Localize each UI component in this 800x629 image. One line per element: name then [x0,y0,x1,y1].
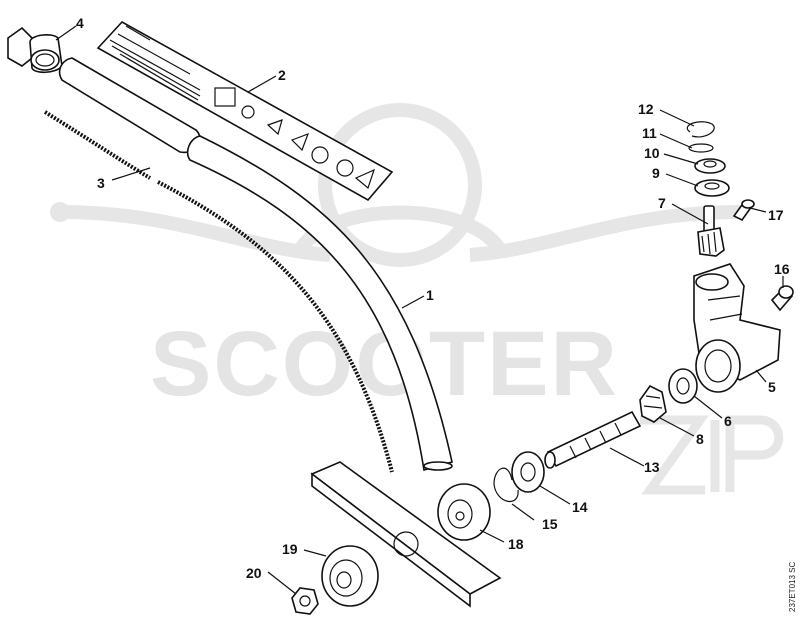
part-12-snap-ring [686,121,715,138]
callout-11: 11 [642,125,657,141]
callout-10: 10 [644,145,660,161]
part-9-bearing [694,179,730,197]
part-3-flex-shaft [43,110,394,473]
part-13-output-shaft [544,410,642,469]
part-11-washer [688,143,714,153]
callout-3: 3 [97,175,105,191]
callout-13: 13 [644,459,660,475]
part-20-nut [291,587,319,615]
watermark: SCOOTER [50,103,784,495]
callout-9: 9 [652,165,660,181]
callout-18: 18 [508,536,524,552]
callout-2: 2 [278,67,286,83]
callout-20: 20 [246,565,262,581]
part-18-thrust-plate [437,483,491,541]
part-2-label-sticker [96,20,394,202]
part-14-bearing [511,451,545,493]
callout-7: 7 [658,195,666,211]
callout-4: 4 [76,15,84,31]
callout-6: 6 [724,413,732,429]
callout-14: 14 [572,499,588,515]
leader-lines [55,25,784,595]
part-10-bearing [694,158,726,174]
part-1-drive-tube [58,57,453,472]
part-4-cap [7,26,63,74]
callout-15: 15 [542,516,558,532]
part-7-bevel-pinion [697,205,725,257]
callout-12: 12 [638,101,654,117]
part-15-snap-ring [493,467,519,502]
callout-19: 19 [282,541,298,557]
part-5-gear-housing [693,263,781,393]
part-6-bearing [668,368,698,404]
callout-1: 1 [426,287,434,303]
watermark-logo-icon [50,103,741,267]
part-8-bevel-gear [639,384,667,423]
part-19-thrust-washer [321,545,379,607]
cutting-blade [310,461,502,608]
callout-5: 5 [768,379,776,395]
part-16-screw [770,285,794,312]
document-id: 237ET013 SC [788,562,797,612]
warning-symbols-icon [214,87,375,190]
callout-8: 8 [696,431,704,447]
callout-16: 16 [774,261,790,277]
callout-17: 17 [768,207,784,223]
part-17-screw [732,199,755,222]
watermark-zip-icon [640,415,784,495]
callout-labels: 1 2 3 4 5 6 7 8 9 10 11 12 13 14 15 16 1… [76,15,790,581]
